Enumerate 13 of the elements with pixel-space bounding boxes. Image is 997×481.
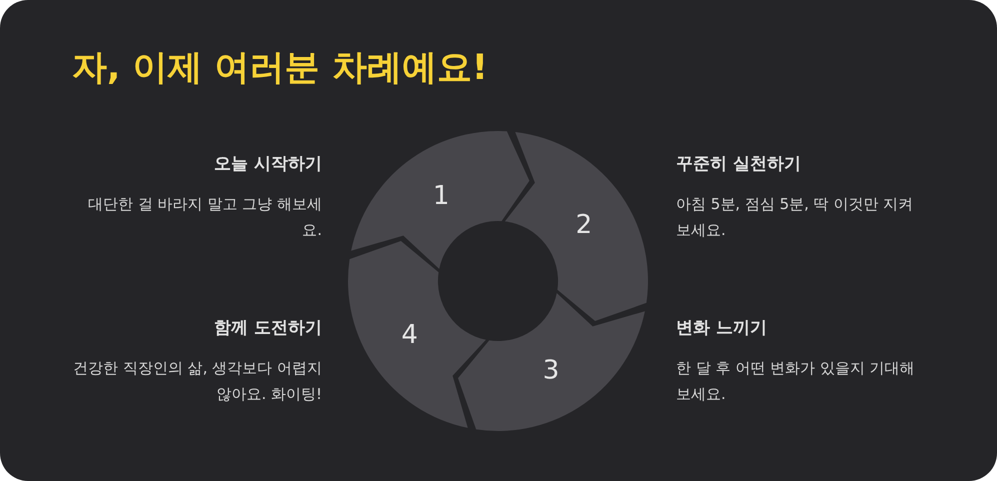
step-number: 4 bbox=[401, 320, 418, 350]
title: 자, 이제 여러분 차례예요! bbox=[72, 47, 488, 90]
step-description: 건강한 직장인의 삶, 생각보다 어렵지 않아요. 화이팅! bbox=[72, 358, 322, 405]
step-heading: 꾸준히 실천하기 bbox=[676, 153, 801, 175]
step-heading: 오늘 시작하기 bbox=[214, 153, 322, 175]
step-heading: 함께 도전하기 bbox=[214, 317, 322, 339]
step-number: 2 bbox=[576, 210, 592, 240]
step-description: 한 달 후 어떤 변화가 있을지 기대해보세요. bbox=[676, 358, 916, 405]
step-number: 1 bbox=[432, 181, 450, 212]
step-heading: 변화 느끼기 bbox=[676, 317, 767, 339]
step-number: 3 bbox=[542, 355, 560, 386]
step-description: 대단한 걸 바라지 말고 그냥 해보세요. bbox=[87, 194, 322, 241]
step-description: 아침 5분, 점심 5분, 딱 이것만 지켜보세요. bbox=[676, 194, 914, 241]
